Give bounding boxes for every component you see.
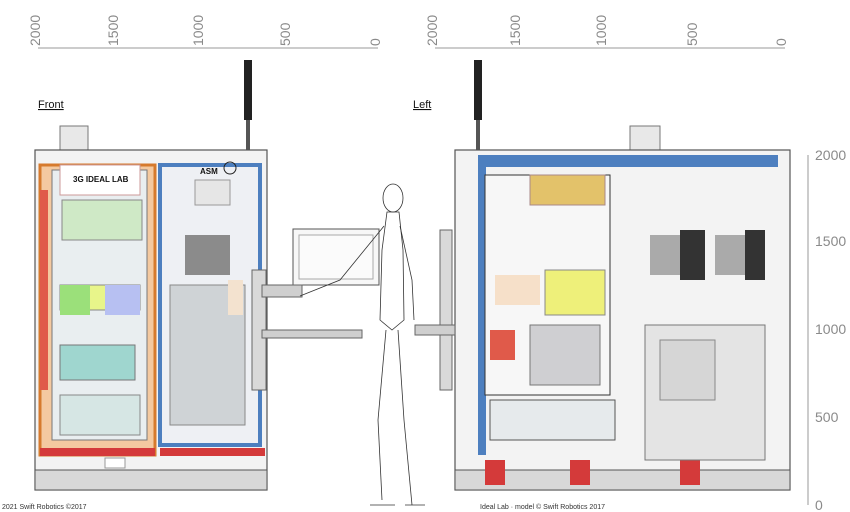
tick-0: 0 [773,38,789,46]
footer-left: 2021 Swift Robotics ©2017 [2,503,87,511]
tick-0: 0 [367,38,383,46]
tick-1000: 1000 [190,15,206,46]
tick-1500: 1500 [815,233,846,249]
tick-500: 500 [277,22,293,46]
tick-0: 0 [815,497,823,512]
tick-2000: 2000 [424,15,440,46]
tick-1500: 1500 [105,15,121,46]
left-cabinet [414,60,791,491]
left-view-label: Left [413,99,431,111]
top-scale-left: 2000 1500 1000 500 0 [424,15,789,49]
tick-2000: 2000 [27,15,43,46]
tick-1000: 1000 [593,15,609,46]
front-cabinet: 3G IDEAL LAB ASM [34,60,268,491]
top-scale-front: 2000 1500 1000 500 0 [27,15,383,49]
right-scale: 2000 1500 1000 500 0 [807,147,846,512]
monitor-arm [251,228,380,391]
tick-1000: 1000 [815,321,846,337]
tick-500: 500 [684,22,700,46]
brand-label: 3G IDEAL LAB [73,175,129,184]
human-figure [299,183,425,506]
tick-2000: 2000 [815,147,846,163]
asm-label: ASM [200,167,218,176]
tick-1500: 1500 [507,15,523,46]
footer-right: Ideal Lab · model © Swift Robotics 2017 [480,503,605,511]
front-view-label: Front [38,99,64,111]
tick-500: 500 [815,409,839,425]
